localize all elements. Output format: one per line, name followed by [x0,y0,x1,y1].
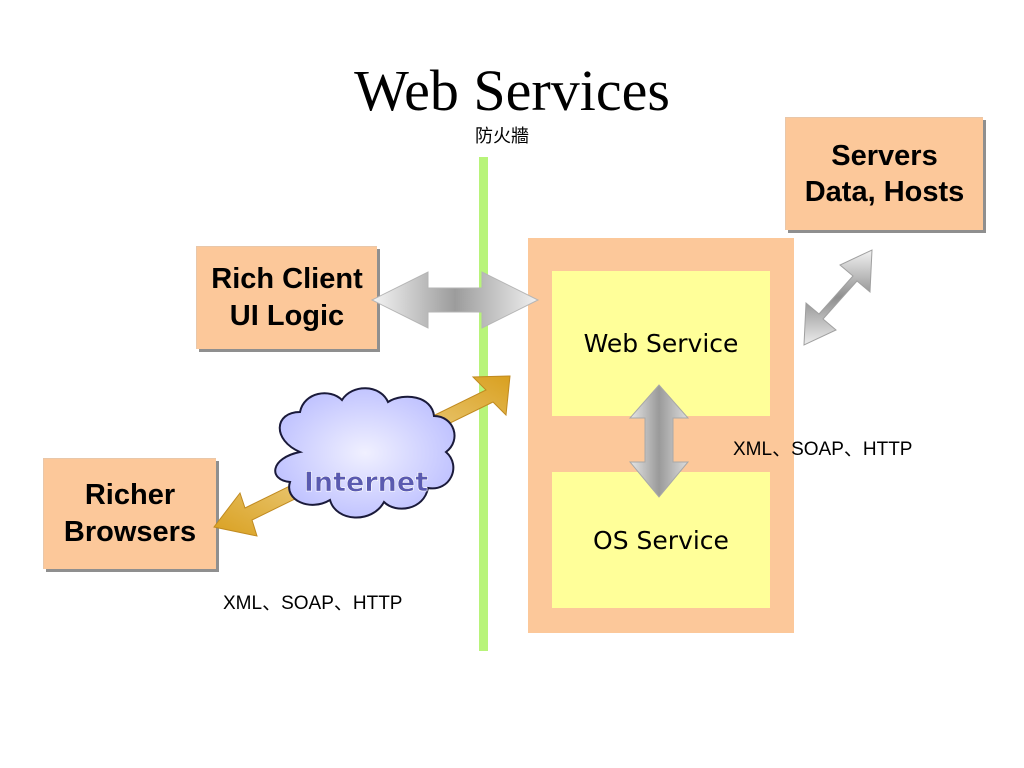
rich-client-label-line2: UI Logic [229,300,345,332]
internet-cloud: Internet [274,387,456,519]
richer-browsers-box: Richer Browsers [43,458,216,569]
os-service-label: OS Service [593,525,729,555]
internet-label: Internet [304,467,428,498]
rich-client-box: Rich Client UI Logic [196,246,377,349]
protocol-label-left: XML、SOAP、HTTP [223,593,403,614]
servers-label-line2: Data, Hosts [804,176,965,208]
os-service-box: OS Service [552,472,770,608]
servers-box: Servers Data, Hosts [785,117,983,230]
richer-browsers-label-line2: Browsers [63,516,197,548]
richer-browsers-label-line1: Richer [84,479,176,511]
protocol-label-right: XML、SOAP、HTTP [733,439,913,460]
rich-client-label-line1: Rich Client [211,263,363,295]
web-service-label: Web Service [583,329,739,358]
servers-label-line1: Servers [831,140,938,172]
slide-title: Web Services [354,58,670,123]
rich-client-web-service-arrow [370,271,540,329]
web-os-service-arrow [628,384,690,498]
firewall-label: 防火牆 [475,126,529,147]
servers-diagonal-arrow [803,249,873,346]
